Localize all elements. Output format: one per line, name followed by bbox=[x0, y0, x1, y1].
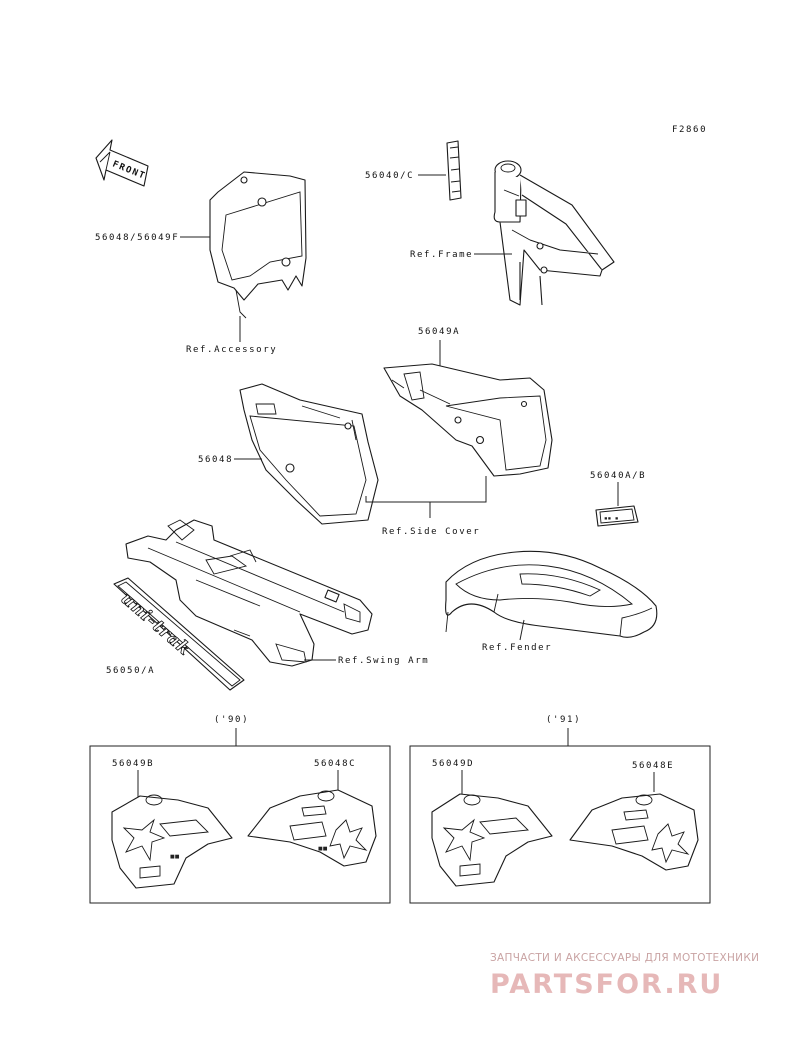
svg-text:■■: ■■ bbox=[318, 846, 328, 852]
sticker-56040ab: ▪▪ ▪ bbox=[595, 505, 639, 527]
sticker-56048c: ■■ bbox=[247, 789, 377, 867]
leader-ref-side-cover bbox=[365, 476, 487, 518]
label-ref-frame: Ref.Frame bbox=[410, 250, 473, 260]
panel-1990-year: ('90) bbox=[214, 715, 249, 725]
label-ref-accessory: Ref.Accessory bbox=[186, 345, 277, 355]
sticker-56049b: ■■ bbox=[111, 794, 233, 889]
sticker-56049d bbox=[431, 793, 553, 887]
label-56040ab: 56040A/B bbox=[590, 471, 646, 481]
variant-panel-1991: ('91) 56049D 56048E bbox=[409, 715, 711, 904]
frame-ref-part bbox=[493, 160, 615, 306]
number-plate-part bbox=[209, 171, 307, 319]
label-56048-56049f: 56048/56049F bbox=[95, 233, 179, 243]
figure-code: F2860 bbox=[672, 125, 707, 135]
label-ref-swing-arm: Ref.Swing Arm bbox=[338, 656, 429, 666]
sticker-56040c bbox=[446, 140, 462, 201]
svg-text:■■: ■■ bbox=[170, 854, 180, 860]
front-arrow-icon: FRONT bbox=[95, 139, 149, 187]
panel-1991-year: ('91) bbox=[546, 715, 581, 725]
svg-text:▪▪ ▪: ▪▪ ▪ bbox=[604, 515, 618, 522]
label-56040c: 56040/C bbox=[365, 171, 414, 181]
swing-arm-part bbox=[125, 519, 373, 667]
variant-panel-1990: ('90) 56049B 56048C ■■ ■■ bbox=[89, 715, 391, 904]
label-56049d: 56049D bbox=[432, 759, 474, 769]
label-56049a: 56049A bbox=[418, 327, 460, 337]
label-ref-side-cover: Ref.Side Cover bbox=[382, 527, 480, 537]
label-ref-fender: Ref.Fender bbox=[482, 643, 552, 653]
rear-fender-part bbox=[445, 550, 658, 638]
label-56048c: 56048C bbox=[314, 759, 356, 769]
label-56048e: 56048E bbox=[632, 761, 674, 771]
label-56049b: 56049B bbox=[112, 759, 154, 769]
watermark-tagline: ЗАПЧАСТИ И АКСЕССУАРЫ ДЛЯ МОТОТЕХНИКИ bbox=[490, 952, 759, 964]
watermark: ЗАПЧАСТИ И АКСЕССУАРЫ ДЛЯ МОТОТЕХНИКИ PA… bbox=[490, 952, 759, 1000]
leader-ref-fender bbox=[519, 619, 525, 641]
watermark-brand: PARTSFOR.RU bbox=[490, 969, 723, 1000]
label-56048: 56048 bbox=[198, 455, 233, 465]
sticker-56048e bbox=[569, 793, 699, 871]
label-56050a: 56050/A bbox=[106, 666, 155, 676]
side-cover-left-part bbox=[239, 383, 379, 525]
side-cover-right-part bbox=[383, 363, 553, 477]
